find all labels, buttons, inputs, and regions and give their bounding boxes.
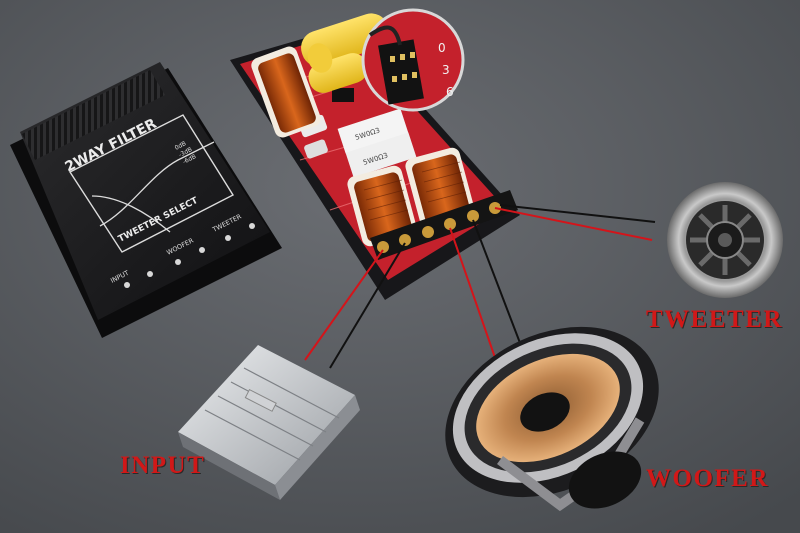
wire-tweeter-negative xyxy=(499,204,656,223)
jumper-zoom-inset: 0 3 6 xyxy=(361,8,465,112)
tweeter-label: TWEETER xyxy=(646,306,783,333)
wire-woofer-negative xyxy=(472,219,526,357)
zoom-level-3: 3 xyxy=(442,63,450,77)
wire-input-positive xyxy=(304,249,384,361)
cover-crossover-curve-2 xyxy=(91,195,171,233)
zoom-level-0: 0 xyxy=(438,41,446,55)
terminal-block xyxy=(370,190,518,260)
wire-input-negative xyxy=(329,242,406,369)
inductor-coils xyxy=(251,46,475,247)
power-resistors: 5W0Ω3 5W0Ω3 xyxy=(337,108,417,178)
woofer-label: WOOFER xyxy=(646,465,769,492)
wire-tweeter-positive xyxy=(494,207,653,241)
crossover-board: 5W0Ω3 5W0Ω3 xyxy=(230,13,520,300)
cover-terminal-dots xyxy=(124,223,255,288)
cover-crossover-curve xyxy=(99,141,215,227)
woofer-speaker xyxy=(445,326,659,512)
cover-vent-grille xyxy=(22,70,165,160)
cover-level-0db: 0dB xyxy=(174,140,188,152)
connection-wires xyxy=(304,204,656,373)
zoom-level-6: 6 xyxy=(446,85,454,99)
cover-graph-frame xyxy=(68,114,234,253)
input-label: INPUT xyxy=(120,452,206,479)
yellow-capacitors xyxy=(301,13,389,93)
filter-cover: 2WAY FILTER 0dB -3dB -6dB TWEETER SELECT… xyxy=(10,62,282,338)
tweeter-speaker xyxy=(667,182,783,298)
wire-woofer-positive xyxy=(449,227,501,373)
amplifier xyxy=(178,345,360,500)
